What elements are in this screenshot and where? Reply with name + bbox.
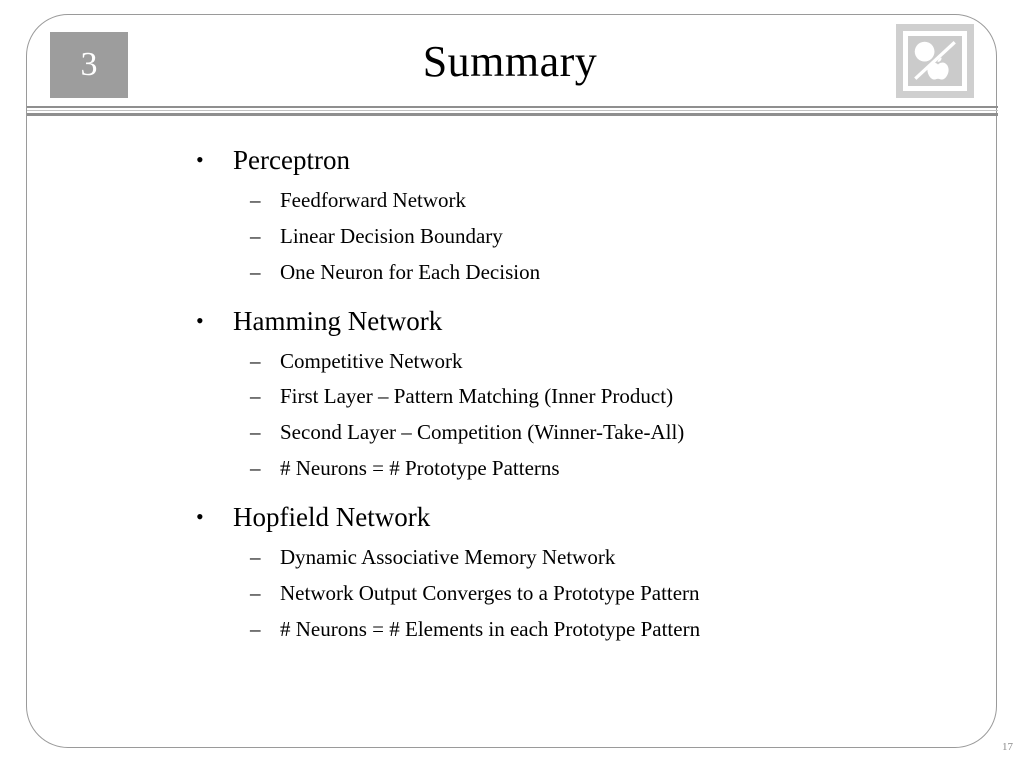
logo-panel xyxy=(908,36,962,86)
sub-bullet-label: # Neurons = # Prototype Patterns xyxy=(280,456,560,481)
sub-bullet-item: – First Layer – Pattern Matching (Inner … xyxy=(0,385,1024,409)
sub-bullet-label: One Neuron for Each Decision xyxy=(280,259,541,284)
dash-icon: – xyxy=(250,420,261,445)
header-divider-line-3 xyxy=(27,113,998,116)
sub-bullet-item: – Feedforward Network xyxy=(0,187,1024,213)
dash-icon: – xyxy=(250,581,261,606)
slide-number-value: 3 xyxy=(80,46,98,83)
logo-apple-leaf-icon xyxy=(937,57,942,63)
sub-bullet-item: – Competitive Network xyxy=(0,348,1024,374)
sub-bullet-item: – Linear Decision Boundary xyxy=(0,223,1024,249)
bullet-group-perceptron: • Perceptron – Feedforward Network – Lin… xyxy=(0,145,1024,285)
dash-icon: – xyxy=(250,384,261,409)
dash-icon: – xyxy=(250,545,261,570)
bullet-dot-icon: • xyxy=(196,504,204,530)
sub-bullet-item: – Second Layer – Competition (Winner-Tak… xyxy=(0,420,1024,445)
sub-bullet-label: Competitive Network xyxy=(280,348,463,373)
logo-diagonal-slash-icon xyxy=(914,41,956,80)
sub-bullet-item: – # Neurons = # Elements in each Prototy… xyxy=(0,617,1024,642)
slide-header: 3 Summary xyxy=(0,0,1024,124)
sub-bullet-label: Feedforward Network xyxy=(280,187,467,212)
sub-bullet-item: – One Neuron for Each Decision xyxy=(0,259,1024,285)
sub-bullet-label: Second Layer – Competition (Winner-Take-… xyxy=(280,420,685,445)
dash-icon: – xyxy=(250,223,261,248)
bullet-heading-label: Perceptron xyxy=(233,145,350,175)
logo-circle-icon xyxy=(914,41,935,62)
bullet-group-hopfield-network: • Hopfield Network – Dynamic Associative… xyxy=(0,502,1024,642)
image-placeholder-logo xyxy=(896,24,974,98)
dash-icon: – xyxy=(250,348,261,373)
bullet-dot-icon: • xyxy=(196,307,204,333)
slide-body: • Perceptron – Feedforward Network – Lin… xyxy=(0,145,1024,642)
dash-icon: – xyxy=(250,617,261,642)
bullet-heading-label: Hamming Network xyxy=(233,305,443,336)
sub-bullet-label: # Neurons = # Elements in each Prototype… xyxy=(280,617,701,642)
sub-bullet-label: First Layer – Pattern Matching (Inner Pr… xyxy=(280,384,674,409)
sub-bullet-label: Dynamic Associative Memory Network xyxy=(280,545,616,570)
bullet-heading-hopfield-network: • Hopfield Network xyxy=(0,502,1024,534)
bullet-heading-label: Hopfield Network xyxy=(233,502,431,533)
page-number: 17 xyxy=(1002,741,1013,753)
sub-bullet-item: – Dynamic Associative Memory Network xyxy=(0,545,1024,570)
sub-bullet-label: Network Output Converges to a Prototype … xyxy=(280,581,700,606)
sub-bullet-label: Linear Decision Boundary xyxy=(280,223,503,248)
bullet-dot-icon: • xyxy=(196,147,204,172)
bullet-heading-perceptron: • Perceptron xyxy=(0,145,1024,177)
dash-icon: – xyxy=(250,259,261,284)
dash-icon: – xyxy=(250,187,261,212)
header-divider xyxy=(27,106,998,120)
header-divider-line-2 xyxy=(27,110,998,111)
dash-icon: – xyxy=(250,456,261,481)
page-title: Summary xyxy=(422,37,598,86)
sub-bullet-item: – # Neurons = # Prototype Patterns xyxy=(0,456,1024,481)
sub-bullet-item: – Network Output Converges to a Prototyp… xyxy=(0,581,1024,606)
bullet-heading-hamming-network: • Hamming Network xyxy=(0,306,1024,338)
bullet-group-hamming-network: • Hamming Network – Competitive Network … xyxy=(0,306,1024,482)
slide-number-badge: 3 xyxy=(50,32,128,98)
logo-inner-border xyxy=(903,31,967,91)
slide-frame xyxy=(26,14,997,748)
logo-artwork-svg xyxy=(914,41,956,80)
logo-apple-body-icon xyxy=(927,62,949,80)
header-divider-line-1 xyxy=(27,106,998,108)
